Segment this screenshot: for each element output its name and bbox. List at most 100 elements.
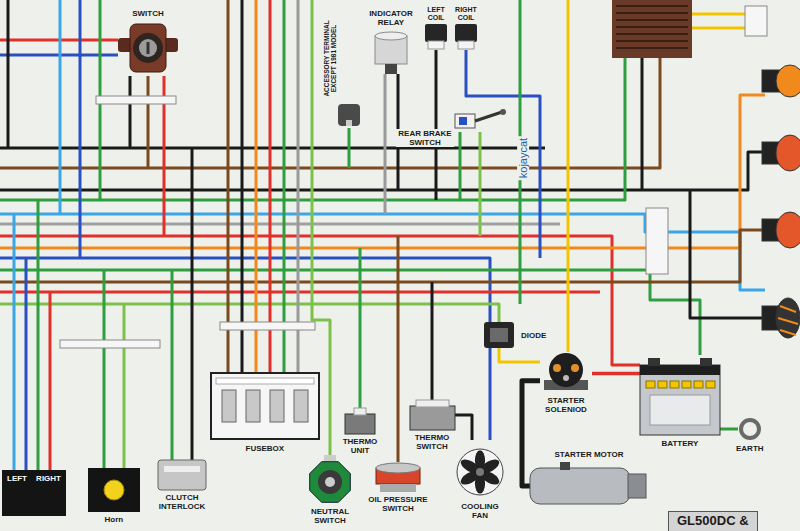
connector-block — [96, 96, 176, 104]
battery-icon — [640, 355, 720, 435]
thermo-unit: THERMO UNIT — [345, 408, 375, 434]
icon-part — [416, 400, 449, 407]
lamp-lens — [776, 298, 800, 338]
clutch-interlock: CLUTCH INTERLOCK — [158, 460, 206, 490]
starter-solenoid-icon — [540, 352, 592, 392]
wire — [0, 147, 545, 150]
thermo-switch: THERMO SWITCH — [410, 400, 455, 430]
component-label: DIODE — [519, 331, 548, 340]
diode: DIODE — [484, 322, 514, 348]
wire — [171, 270, 174, 460]
icon-part — [682, 381, 691, 388]
icon-part — [455, 24, 477, 42]
wire — [435, 50, 438, 200]
icon-part — [325, 477, 335, 487]
icon-part — [385, 64, 397, 74]
icon-part — [458, 41, 474, 49]
wire — [348, 128, 351, 168]
fin — [616, 19, 688, 21]
icon-part — [147, 42, 150, 54]
starter-motor: STARTER MOTOR — [530, 462, 648, 510]
icon-part — [310, 462, 351, 503]
lamp-stripe — [778, 318, 798, 324]
wire — [690, 27, 745, 30]
component-label: REAR BRAKE SWITCH — [396, 129, 454, 147]
wire — [459, 132, 462, 200]
icon-part — [553, 364, 561, 372]
icon-part — [563, 375, 569, 381]
wire — [147, 76, 150, 168]
component-label: LEFT COIL — [423, 6, 449, 22]
lamp-lens — [776, 212, 800, 248]
rectifier-fins — [616, 6, 688, 48]
wire — [59, 0, 62, 214]
oil-pressure-switch-icon — [372, 462, 424, 492]
icon-part — [376, 463, 420, 473]
icon-part — [648, 358, 660, 366]
component-label: INDICATOR RELAY — [360, 9, 422, 27]
fusebox-icon — [210, 372, 320, 440]
icon-part — [346, 120, 352, 126]
component-label: OIL PRESSURE SWITCH — [365, 495, 431, 513]
wire — [0, 236, 640, 365]
wire — [7, 0, 10, 148]
wire — [129, 76, 132, 148]
icon-part — [380, 484, 416, 492]
wire-connector — [455, 415, 472, 440]
icon-part — [222, 390, 236, 422]
icon-part — [640, 365, 720, 435]
icon-part — [354, 408, 366, 415]
oil-pressure-switch: OIL PRESSURE SWITCH — [372, 462, 424, 492]
brake-switch: REAR BRAKE SWITCH — [455, 108, 507, 132]
icon-part — [457, 449, 503, 495]
fin — [616, 47, 688, 49]
indicator-relay-icon — [372, 30, 410, 74]
wire — [0, 223, 560, 226]
icon-part — [455, 114, 475, 128]
wire — [0, 291, 600, 294]
wire — [49, 292, 52, 470]
switch-position-label: RIGHT — [36, 474, 61, 483]
ignition-coil: LEFT COIL — [425, 24, 447, 50]
wire — [479, 132, 482, 236]
connector-block — [220, 322, 315, 330]
icon-part — [88, 468, 140, 512]
component-label: FUSEBOX — [244, 444, 287, 453]
wire — [283, 0, 286, 372]
earth-terminal-icon — [738, 417, 762, 441]
wire-connector — [499, 348, 540, 362]
icon-part — [640, 365, 720, 375]
fin — [616, 5, 688, 7]
icon-part — [706, 381, 715, 388]
icon-part — [658, 381, 667, 388]
lamp-stripe — [780, 306, 796, 312]
wire — [297, 0, 300, 372]
icon-part — [104, 480, 124, 500]
icon-part — [338, 104, 360, 126]
wire — [227, 0, 230, 372]
clutch-interlock-icon — [158, 460, 206, 490]
icon-part — [164, 466, 200, 472]
wire — [191, 148, 194, 460]
lamp-stripe — [780, 330, 796, 335]
fin — [616, 33, 688, 35]
component-label: NEUTRAL SWITCH — [301, 507, 359, 525]
starter-solenoid: STARTER SOLENIOD — [540, 352, 592, 392]
icon-part — [133, 33, 163, 63]
connector-block — [745, 6, 767, 36]
rectifier-body — [612, 0, 692, 58]
icon-part — [650, 395, 710, 425]
wire — [466, 50, 540, 258]
turn-signal-switch: LEFTRIGHT — [2, 470, 66, 516]
icon-part — [211, 373, 319, 439]
icon-part — [530, 468, 630, 504]
indicator-relay: INDICATOR RELAY — [372, 30, 410, 74]
wire — [0, 258, 490, 440]
lamp-lens — [776, 65, 800, 97]
model-name: GL500DC & — [677, 514, 749, 529]
icon-part — [549, 353, 583, 387]
fusebox: FUSEBOX — [210, 372, 320, 440]
accessory-terminal: ACCESSORY TERMINAL EXCEPT 1981 MODEL — [336, 102, 362, 128]
wire — [431, 282, 434, 400]
icon-part — [428, 41, 444, 49]
